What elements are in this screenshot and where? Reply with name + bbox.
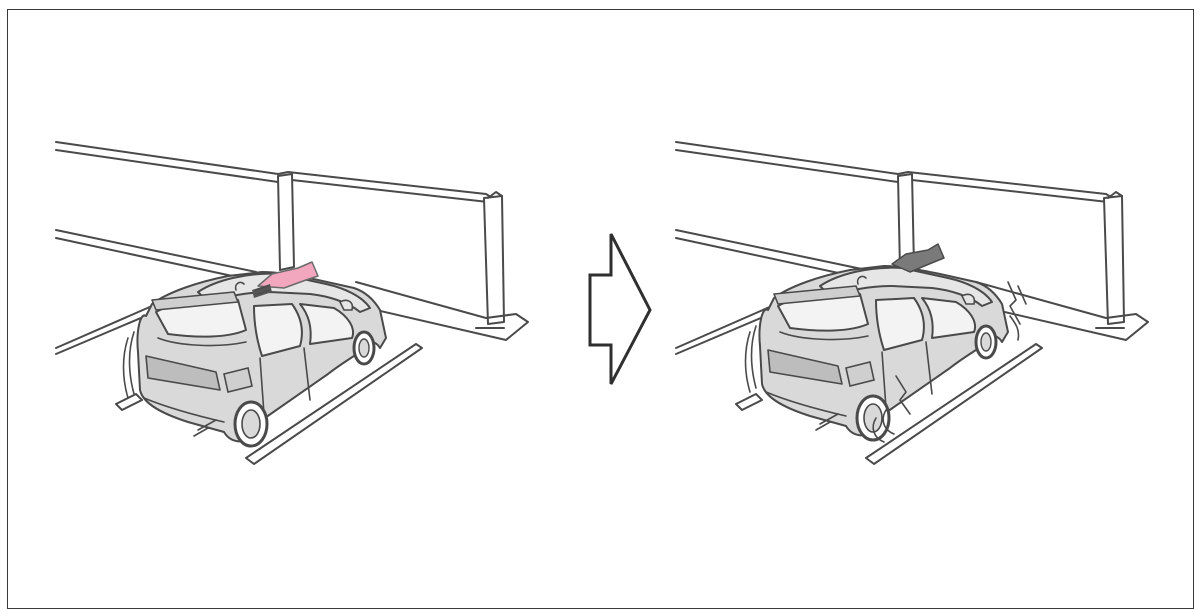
car-after xyxy=(744,264,1010,442)
car-before xyxy=(122,270,388,448)
pink-arrow-icon xyxy=(252,261,319,298)
gray-arrow-icon xyxy=(891,243,945,273)
impact-marks xyxy=(872,281,1027,443)
right-arrow-icon xyxy=(588,233,652,385)
